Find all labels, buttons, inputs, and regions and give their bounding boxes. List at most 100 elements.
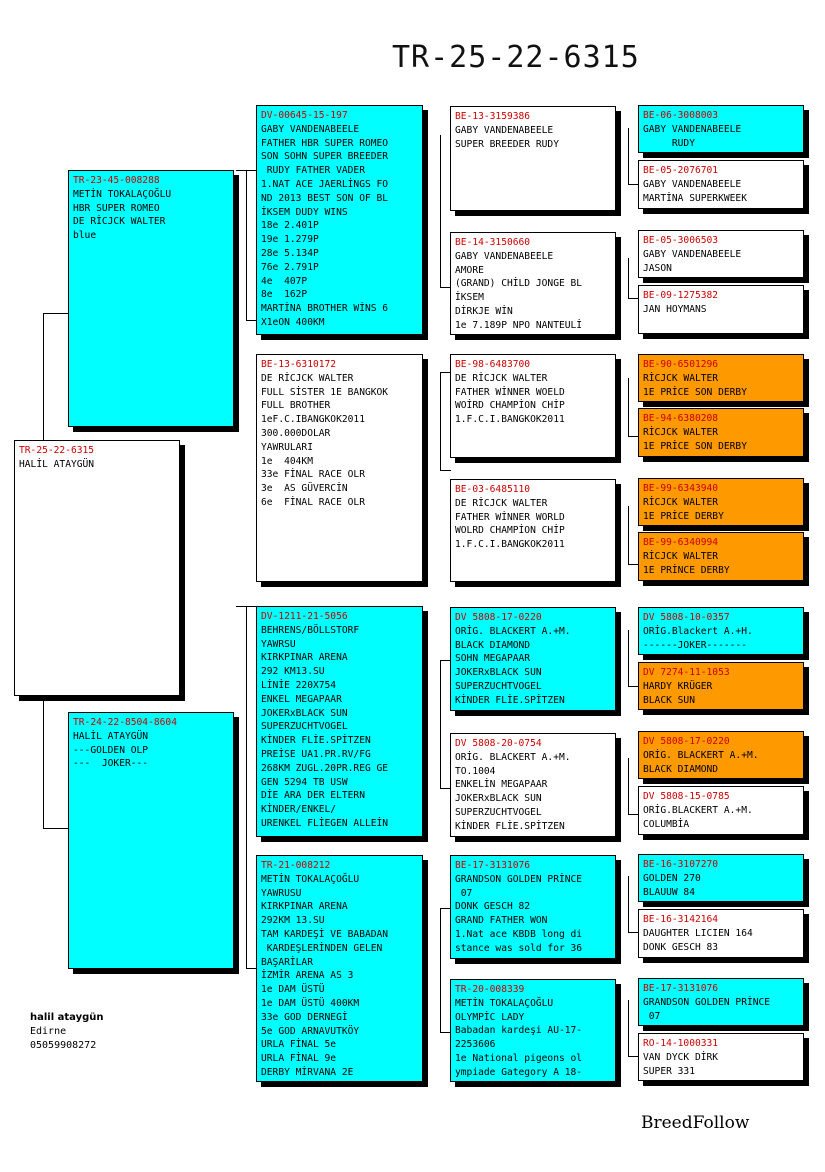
connector-line [440,287,451,288]
pedigree-line: GEN 5294 TB USW [261,776,348,788]
pedigree-line: 28e 5.134P [261,247,319,259]
pedigree-line: GRANDSON GOLDEN PRİNCE [643,996,771,1008]
pedigree-line: 1e DAM ÜSTÜ [261,984,325,996]
pedigree-line: İKSEM DUDY WINS [261,206,348,218]
pedigree-line: RUDY FATHER VADER [261,165,365,177]
pedigree-line: 3e AS GÜVERCİN [261,483,348,495]
connector-line [628,564,639,565]
connector-line [440,908,451,909]
connector-line [440,788,451,789]
pedigree-line: ---GOLDEN OLP [73,744,149,756]
ring-number: BE-17-3131076 [455,860,531,871]
connector-line [440,660,451,661]
pedigree-line: DAUGHTER LICIEN 164 [643,927,753,939]
pedigree-line: Babadan kardeşi AU-17- [455,1025,583,1037]
connector-line [246,320,257,321]
ring-number: BE-13-6310172 [261,359,337,370]
ring-number: BE-99-6340994 [643,537,719,548]
ring-number: BE-13-3159386 [455,111,531,122]
pedigree-line: GABY VANDENABEELE [455,124,554,136]
pedigree-line: 2253606 [455,1039,496,1051]
pedigree-line: HARDY KRÜGER [643,680,713,692]
pedigree-line: 33e GOD DERNEGİ [261,1011,348,1023]
pedigree-line: (GRAND) CHİLD JONGE BL [455,278,583,290]
pedigree-line: 1.F.C.I.BANGKOK2011 [455,539,565,551]
pedigree-line: 292KM 13.SU [261,915,325,927]
connector-line [440,660,441,788]
connector-line [440,908,441,1032]
pedigree-line: ND 2013 BEST SON OF BL [261,192,389,204]
ring-number: DV 5808-17-0220 [455,612,542,623]
connector-line [628,932,639,933]
pedigree-line: DE RİCJCK WALTER [455,372,548,384]
pedigree-line: HALİL ATAYGÜN [73,730,149,742]
ring-number: BE-05-2076701 [643,165,719,176]
pedigree-line: FULL BROTHER [261,400,331,412]
connector-line [440,372,451,373]
pedigree-line: 292 KM13.SU [261,666,325,678]
pedigree-line: 5e GOD ARNAVUTKÖY [261,1025,360,1037]
ring-number: BE-14-3150660 [455,237,531,248]
pedigree-line: GABY VANDENABEELE [643,248,742,260]
pedigree-line: RİCJCK WALTER [643,550,719,562]
ring-number: BE-16-3107270 [643,859,719,870]
ring-number: BE-03-6485110 [455,484,531,495]
pedigree-line: TO.1004 [455,765,496,777]
ring-number: RO-14-1000331 [643,1038,719,1049]
pedigree-line: GRANDSON GOLDEN PRİNCE [455,873,583,885]
pedigree-line: AMORE [455,264,484,276]
pedigree-line: SUPERZUCHTVOGEL [261,721,348,733]
pedigree-line: 1eF.C.IBANGKOK2011 [261,414,365,426]
ring-number: TR-23-45-008288 [73,175,160,186]
pedigree-line: GABY VANDENABEELE [643,123,742,135]
connector-line [43,313,69,314]
pedigree-line: METİN TOKALAÇOĞLU [455,997,554,1009]
pedigree-line: 1E PRİCE DERBY [643,510,724,522]
pedigree-line: YAWRUSU [261,887,302,899]
pedigree-line: GRAND FATHER WON [455,915,548,927]
pedigree-line: KİNDER FLİE.SPİTZEN [455,820,565,832]
pedigree-line: 8e 162P [261,289,308,301]
pedigree-line: 76e 2.791P [261,261,319,273]
pedigree-line: YAWRULARI [261,441,313,453]
connector-line [628,128,629,184]
pedigree-line: ORİG.Blackert A.+H. [643,625,753,637]
pedigree-line: ENKEL MEGAPAAR [261,693,342,705]
pedigree-line: BLACK DIAMOND [455,639,531,651]
ring-number: DV 7274-11-1053 [643,667,730,678]
pedigree-line: blue [73,230,97,242]
pedigree-line: METİN TOKALAÇOĞLU [73,188,172,200]
pedigree-line: SOHN MEGAPAAR [455,653,531,665]
